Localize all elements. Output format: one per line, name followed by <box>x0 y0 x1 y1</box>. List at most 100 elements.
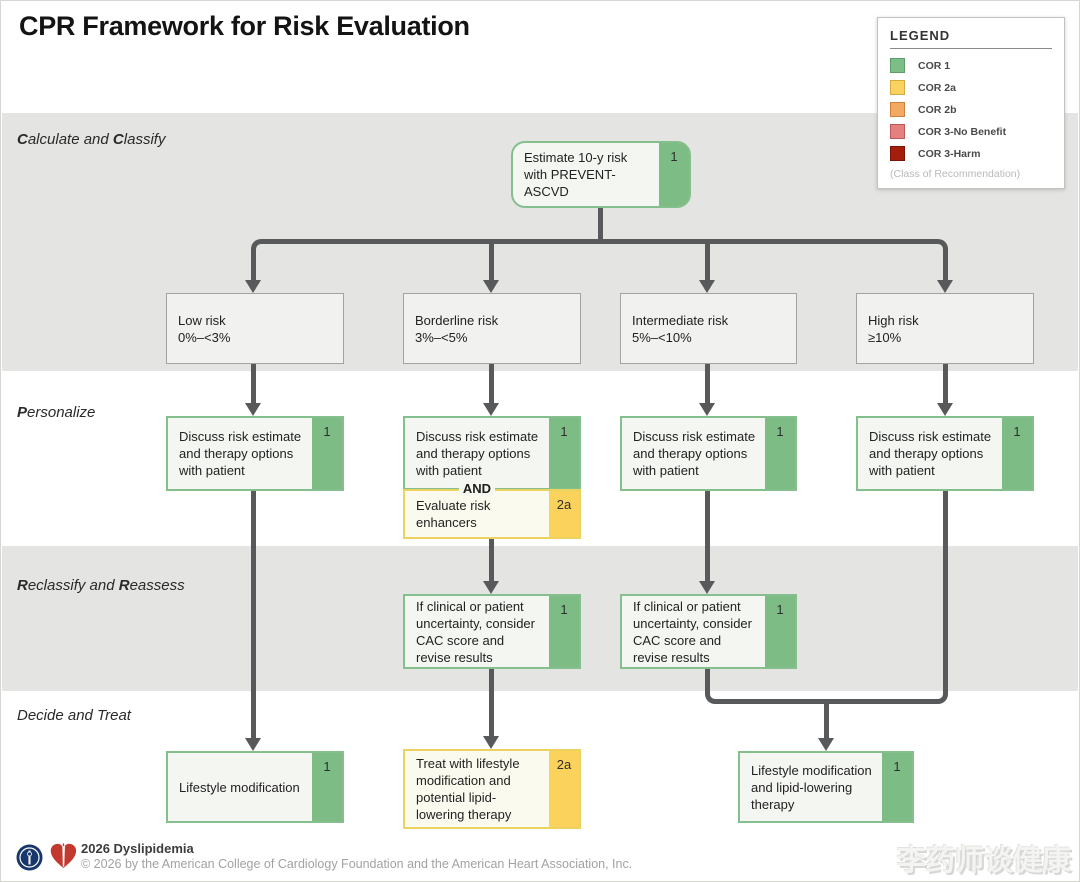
flow-arrowhead <box>483 581 499 594</box>
flow-arrowhead <box>483 736 499 749</box>
node-text: Treat with lifestyle modification and po… <box>416 756 520 822</box>
cor-value: 1 <box>323 424 331 439</box>
legend-item-cor3-harm: COR 3-Harm <box>890 146 1052 161</box>
flow-line <box>943 489 948 693</box>
node-cac-borderline: If clinical or patient uncertainty, cons… <box>403 594 581 669</box>
cor-strip: 1 <box>312 418 342 489</box>
cor-value: 1 <box>323 759 331 774</box>
acc-logo-icon <box>16 844 43 876</box>
footer-program-title: 2026 Dyslipidemia <box>81 841 194 856</box>
legend-title: LEGEND <box>890 28 951 43</box>
node-text: Low risk <box>178 312 226 328</box>
flow-arrowhead <box>818 738 834 751</box>
cor-value: 1 <box>560 602 568 617</box>
flow-line-stem <box>598 207 603 244</box>
cor-value: 2a <box>556 497 572 512</box>
flow-line <box>489 244 494 282</box>
cor-value: 1 <box>893 759 901 774</box>
cor-strip: 1 <box>765 596 795 667</box>
page-title: CPR Framework for Risk Evaluation <box>19 11 470 41</box>
aha-heart-torch-icon <box>49 842 77 877</box>
and-connector-label: AND <box>403 481 551 496</box>
flow-branch-top <box>251 239 948 271</box>
node-evaluate-risk-enhancers: Evaluate risk enhancers 2a <box>403 489 581 539</box>
flow-arrowhead <box>483 403 499 416</box>
node-text: Discuss risk estimate and therapy option… <box>869 429 992 478</box>
node-text: Borderline risk <box>415 312 499 328</box>
cor-strip: 1 <box>312 753 342 821</box>
flow-line <box>251 266 256 282</box>
flow-arrowhead <box>245 280 261 293</box>
band-label-personalize: Personalize <box>17 404 96 421</box>
node-subtext: ≥10% <box>868 329 902 345</box>
band-label-reclassify-reassess: Reclassify and Reassess <box>17 577 185 594</box>
cor-strip: 1 <box>549 418 579 488</box>
cor2b-swatch <box>890 102 905 117</box>
flow-line <box>824 702 829 738</box>
flow-line <box>489 536 494 581</box>
cor3-harm-swatch <box>890 146 905 161</box>
node-text: If clinical or patient uncertainty, cons… <box>633 598 752 665</box>
legend-item-cor3-no-benefit: COR 3-No Benefit <box>890 124 1052 139</box>
cor-strip: 1 <box>549 596 579 667</box>
node-lifestyle-modification: Lifestyle modification 1 <box>166 751 344 823</box>
cor-value: 1 <box>670 149 678 164</box>
cor-strip: 1 <box>882 753 912 821</box>
flow-arrowhead <box>699 280 715 293</box>
cor-value: 2a <box>556 757 572 772</box>
node-cac-intermediate: If clinical or patient uncertainty, cons… <box>620 594 797 669</box>
node-text: If clinical or patient uncertainty, cons… <box>416 598 535 665</box>
node-treat-lipid-lowering: Treat with lifestyle modification and po… <box>403 749 581 829</box>
flow-arrowhead <box>699 581 715 594</box>
node-lifestyle-and-lipid-lowering: Lifestyle modification and lipid-lowerin… <box>738 751 914 823</box>
flow-line <box>489 362 494 403</box>
node-discuss-borderline: Discuss risk estimate and therapy option… <box>403 416 581 490</box>
cor-strip: 1 <box>659 143 689 206</box>
legend-divider <box>890 48 1052 49</box>
node-subtext: 3%–<5% <box>415 329 468 345</box>
band-label-decide-treat: Decide and Treat <box>17 707 131 724</box>
cor-strip: 2a <box>549 491 579 537</box>
legend-panel: LEGEND COR 1 COR 2a COR 2b COR 3-No Bene… <box>877 17 1065 189</box>
watermark-text: 李药师谈健康 <box>896 845 1071 877</box>
flow-line-low-to-lifestyle <box>251 489 256 738</box>
node-high-risk: High risk≥10% <box>856 293 1034 364</box>
node-text: Estimate 10-y risk with PREVENT-ASCVD <box>524 150 628 199</box>
flow-arrowhead <box>937 403 953 416</box>
node-text: Lifestyle modification and lipid-lowerin… <box>751 762 872 812</box>
node-text: High risk <box>868 312 919 328</box>
node-subtext: 5%–<10% <box>632 329 692 345</box>
node-text: Discuss risk estimate and therapy option… <box>179 429 302 478</box>
cor-value: 1 <box>1013 424 1021 439</box>
cor1-swatch <box>890 58 905 73</box>
flow-line <box>705 244 710 282</box>
flow-line <box>705 667 710 693</box>
footer-copyright: © 2026 by the American College of Cardio… <box>81 857 633 871</box>
legend-note: (Class of Recommendation) <box>890 168 1021 180</box>
flow-line <box>705 489 710 581</box>
flow-arrowhead <box>483 280 499 293</box>
node-text: Evaluate risk enhancers <box>416 498 491 530</box>
node-discuss-low: Discuss risk estimate and therapy option… <box>166 416 344 491</box>
node-text: Discuss risk estimate and therapy option… <box>633 429 756 478</box>
flow-merge-bottom <box>705 691 948 704</box>
legend-item-cor2a: COR 2a <box>890 80 1052 95</box>
cor-value: 1 <box>560 424 568 439</box>
cor-strip: 1 <box>765 418 795 489</box>
cor3-no-benefit-swatch <box>890 124 905 139</box>
band-label-calculate-classify: Calculate and Classify <box>17 131 166 148</box>
cor-value: 1 <box>776 602 784 617</box>
node-text: Lifestyle modification <box>179 779 300 795</box>
cor-value: 1 <box>776 424 784 439</box>
flow-line <box>705 362 710 403</box>
node-text: Discuss risk estimate and therapy option… <box>416 428 539 478</box>
node-subtext: 0%–<3% <box>178 329 231 345</box>
cor-strip: 2a <box>549 751 579 827</box>
flow-arrowhead <box>699 403 715 416</box>
legend-item-cor1: COR 1 <box>890 58 1052 73</box>
node-estimate-risk: Estimate 10-y risk with PREVENT-ASCVD 1 <box>511 141 691 208</box>
flow-arrowhead <box>245 403 261 416</box>
cor2a-swatch <box>890 80 905 95</box>
